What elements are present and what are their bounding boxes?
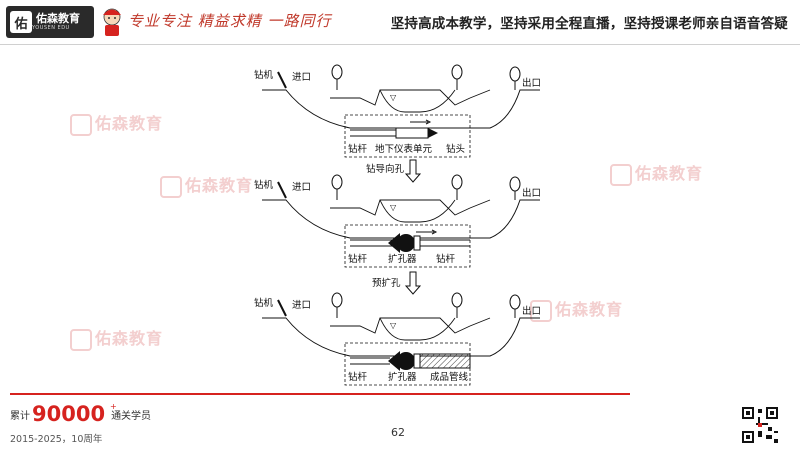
hdd-process-diagram: 钻机 进口 出口 ▽ 钻杆 地下仪表单元 钻头 钻导向孔 钻机 进口 出口 ▽: [254, 64, 541, 386]
entry-label: 进口: [292, 182, 311, 193]
box-label: 钻杆: [348, 371, 368, 383]
tree-icon: [331, 174, 343, 200]
entry-label: 进口: [292, 300, 311, 311]
watermark: 佑森教育: [70, 110, 163, 136]
drill-rig-icon: [277, 181, 287, 199]
brand-logo: 佑 佑森教育 YOUSEN EDU: [6, 6, 94, 38]
brand-slogan: 专业专注 精益求精 一路同行: [128, 12, 332, 30]
box-label: 钻头: [446, 143, 465, 155]
svg-text:▽: ▽: [390, 93, 397, 102]
product-pipe: [419, 353, 471, 369]
reamer-icon: [388, 351, 421, 371]
exit-label: 出口: [522, 77, 541, 89]
drill-label: 钻机: [254, 297, 274, 309]
box-label: 钻杆: [348, 253, 368, 265]
box-label: 钻杆: [436, 253, 456, 265]
drill-rig-icon: [277, 71, 287, 89]
tree-icon: [509, 66, 521, 90]
step-label: 钻导向孔: [366, 163, 405, 175]
svg-text:▽: ▽: [390, 321, 397, 330]
qr-code-icon: [740, 405, 780, 445]
watermark-logo-icon: [70, 328, 92, 351]
tree-icon: [451, 174, 463, 200]
stage-3: 钻机 进口 出口 ▽ 钻杆 扩孔器 成品管线: [254, 292, 541, 386]
watermark: 佑森教育: [70, 325, 163, 351]
step-arrow: 预扩孔: [372, 271, 422, 295]
tree-icon: [509, 294, 521, 318]
svg-text:▽: ▽: [390, 203, 397, 212]
student-count: 累计 90000 + 通关学员: [10, 402, 152, 426]
header-motto: 坚持高成本教学，坚持采用全程直播，坚持授课老师亲自语音答疑: [390, 16, 788, 32]
mascot-icon: [103, 8, 121, 36]
logo-mark-icon: 佑: [10, 11, 32, 33]
step-label: 预扩孔: [372, 277, 401, 289]
tree-icon: [451, 64, 463, 90]
tree-icon: [451, 292, 463, 318]
count-number: 90000: [32, 402, 106, 426]
box-label: 地下仪表单元: [375, 143, 433, 155]
exit-label: 出口: [522, 305, 541, 317]
drill-rig-icon: [277, 299, 287, 317]
count-prefix: 累计: [10, 411, 30, 422]
box-label: 成品管线: [430, 371, 469, 383]
stage-1: 钻机 进口 出口 ▽ 钻杆 地下仪表单元 钻头: [254, 64, 541, 158]
drill-label: 钻机: [254, 179, 274, 191]
reamer-icon: [388, 233, 421, 253]
watermark-logo-icon: [610, 163, 632, 186]
exit-label: 出口: [522, 187, 541, 199]
box-label: 扩孔器: [388, 253, 417, 265]
watermark-logo-icon: [160, 175, 182, 198]
anniversary-text: 2015-2025，10周年: [10, 434, 103, 445]
watermark: 佑森教育: [610, 160, 703, 186]
drill-label: 钻机: [254, 69, 274, 81]
entry-label: 进口: [292, 72, 311, 83]
page-number: 62: [391, 426, 405, 439]
watermark-logo-icon: [530, 299, 552, 322]
step-arrow: 钻导向孔: [366, 159, 422, 183]
box-label: 钻杆: [348, 143, 368, 155]
watermark: 佑森教育: [530, 296, 623, 322]
page-header: 佑 佑森教育 YOUSEN EDU 专业专注 精益求精 一路同行 坚持高成本教学…: [0, 0, 800, 44]
watermark-logo-icon: [70, 113, 92, 136]
header-divider: [0, 44, 800, 45]
tree-icon: [331, 292, 343, 318]
watermark: 佑森教育: [160, 172, 253, 198]
logo-subtitle: YOUSEN EDU: [32, 25, 70, 31]
tree-icon: [509, 176, 521, 200]
stage-2: 钻机 进口 出口 ▽ 钻杆 扩孔器 钻杆: [254, 174, 541, 268]
box-label: 扩孔器: [388, 371, 417, 383]
count-suffix: 通关学员: [111, 411, 152, 422]
count-badge: +: [110, 402, 117, 411]
logo-name: 佑森教育: [36, 12, 80, 25]
tree-icon: [331, 64, 343, 90]
footer-divider: [10, 393, 630, 395]
